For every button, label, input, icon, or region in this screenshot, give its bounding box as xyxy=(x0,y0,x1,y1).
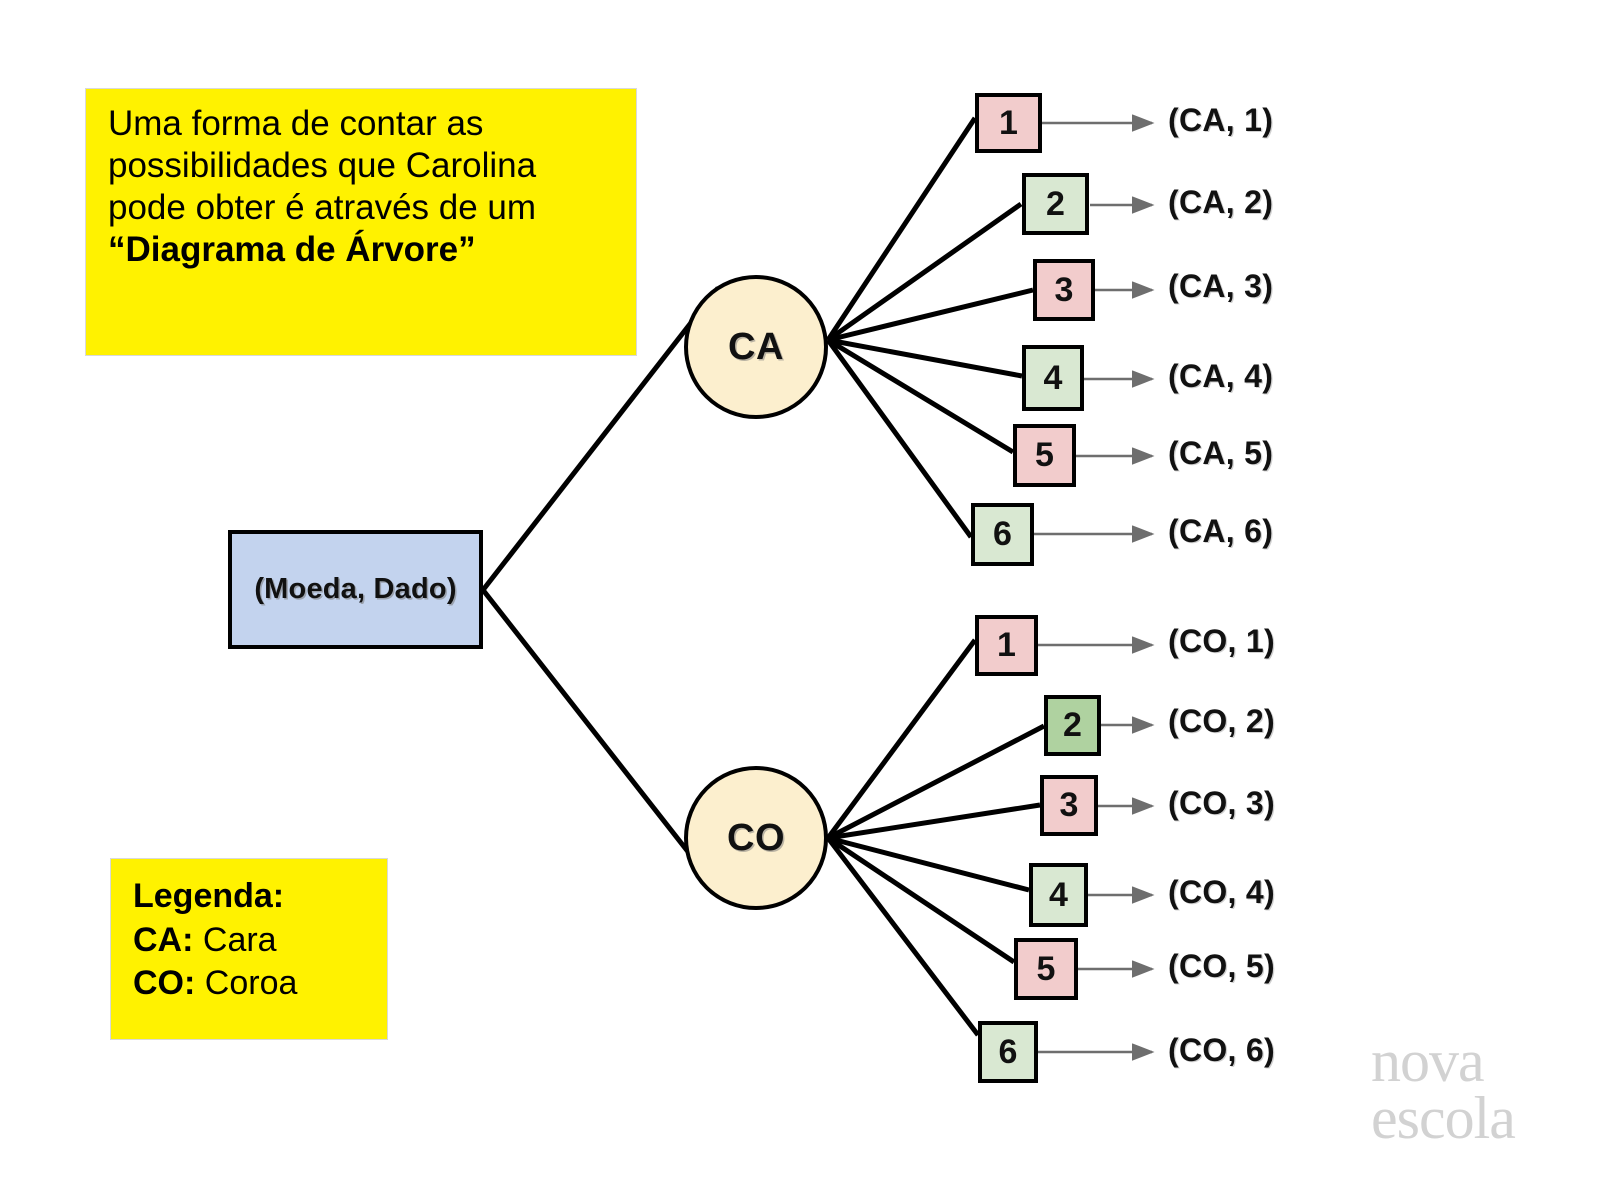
leaf-box-ca-5[interactable]: 5 xyxy=(1013,424,1076,487)
edge-co-to-4 xyxy=(827,835,1030,893)
leaf-box-co-4[interactable]: 4 xyxy=(1029,863,1088,927)
leaf-box-co-6[interactable]: 6 xyxy=(978,1021,1038,1083)
leaf-number-ca-5: 5 xyxy=(1035,436,1054,474)
watermark-line-2: escola xyxy=(1371,1085,1516,1151)
leaf-number-ca-6: 6 xyxy=(993,515,1012,553)
leaf-number-co-4: 4 xyxy=(1049,875,1068,914)
leaf-box-ca-4[interactable]: 4 xyxy=(1022,345,1084,411)
branch-node-co[interactable]: CO xyxy=(684,766,828,910)
leaf-box-co-5[interactable]: 5 xyxy=(1014,938,1078,1000)
edge-co-to-2 xyxy=(826,723,1046,841)
leaf-box-ca-3[interactable]: 3 xyxy=(1033,259,1095,321)
leaf-number-co-1: 1 xyxy=(997,626,1016,664)
root-node-label: (Moeda, Dado) xyxy=(254,573,457,605)
note-line-3: pode obter é através de um xyxy=(108,188,537,227)
outcome-co-1: (CO, 1) xyxy=(1168,623,1275,659)
branch-node-co-label: CO xyxy=(727,816,785,859)
edge-ca-to-2 xyxy=(826,201,1023,343)
outcome-ca-6: (CA, 6) xyxy=(1168,513,1274,549)
branch-node-ca[interactable]: CA xyxy=(684,275,828,419)
leaf-number-ca-2: 2 xyxy=(1046,184,1065,223)
legend-key-ca: CA: xyxy=(133,920,194,959)
explanation-note: Uma forma de contar as possibilidades qu… xyxy=(85,88,637,356)
edge-co-to-1 xyxy=(825,638,978,840)
edge-root-to-co xyxy=(481,588,720,892)
legend-value-co: Coroa xyxy=(204,964,298,1003)
edge-ca-to-1 xyxy=(825,116,978,342)
outcome-ca-3: (CA, 3) xyxy=(1168,268,1274,304)
legend-key-co: CO: xyxy=(133,964,196,1003)
leaf-number-ca-3: 3 xyxy=(1054,270,1074,309)
edge-ca-to-3 xyxy=(827,287,1034,343)
root-node-moeda-dado[interactable]: (Moeda, Dado) xyxy=(228,530,483,649)
branch-node-ca-label: CA xyxy=(728,325,784,368)
nova-escola-watermark: nova escola xyxy=(1371,1028,1516,1151)
leaf-number-co-2: 2 xyxy=(1063,706,1082,744)
legend-value-ca: Cara xyxy=(202,920,277,959)
outcome-co-2: (CO, 2) xyxy=(1168,703,1275,739)
leaf-box-ca-2[interactable]: 2 xyxy=(1022,173,1089,235)
outcome-co-4: (CO, 4) xyxy=(1168,874,1275,910)
leaf-box-ca-1[interactable]: 1 xyxy=(975,93,1042,153)
watermark-line-1: nova xyxy=(1371,1028,1485,1094)
leaf-number-ca-4: 4 xyxy=(1043,358,1063,397)
leaf-box-co-2[interactable]: 2 xyxy=(1044,695,1101,756)
legend-entry-ca: CA: Cara xyxy=(133,919,367,963)
leaf-box-co-3[interactable]: 3 xyxy=(1040,775,1098,836)
note-emphasis: “Diagrama de Árvore” xyxy=(108,230,476,269)
outcome-co-6: (CO, 6) xyxy=(1168,1032,1275,1068)
leaf-box-ca-6[interactable]: 6 xyxy=(971,503,1034,566)
edge-co-to-5 xyxy=(826,835,1016,965)
outcome-ca-4: (CA, 4) xyxy=(1168,358,1274,394)
legend-entry-co: CO: Coroa xyxy=(133,962,367,1006)
edge-co-to-3 xyxy=(827,802,1041,841)
outcome-ca-5: (CA, 5) xyxy=(1168,435,1274,471)
edge-ca-to-5 xyxy=(826,337,1015,455)
note-line-1: Uma forma de contar as xyxy=(108,104,484,143)
leaf-number-co-3: 3 xyxy=(1059,786,1079,824)
edge-co-to-6 xyxy=(826,836,980,1037)
outcome-ca-2: (CA, 2) xyxy=(1168,184,1274,220)
legend-box: Legenda: CA: Cara CO: Coroa xyxy=(110,858,388,1040)
leaf-number-ca-1: 1 xyxy=(999,103,1018,142)
leaf-box-co-1[interactable]: 1 xyxy=(975,615,1038,676)
outcome-co-3: (CO, 3) xyxy=(1168,785,1275,821)
edge-ca-to-6 xyxy=(825,338,974,539)
leaf-number-co-5: 5 xyxy=(1036,949,1056,988)
note-line-2: possibilidades que Carolina xyxy=(108,146,537,185)
leaf-number-co-6: 6 xyxy=(998,1032,1018,1071)
outcome-ca-1: (CA, 1) xyxy=(1168,102,1274,138)
legend-title: Legenda: xyxy=(133,877,285,915)
outcome-co-5: (CO, 5) xyxy=(1168,948,1275,984)
edge-ca-to-4 xyxy=(827,337,1023,379)
